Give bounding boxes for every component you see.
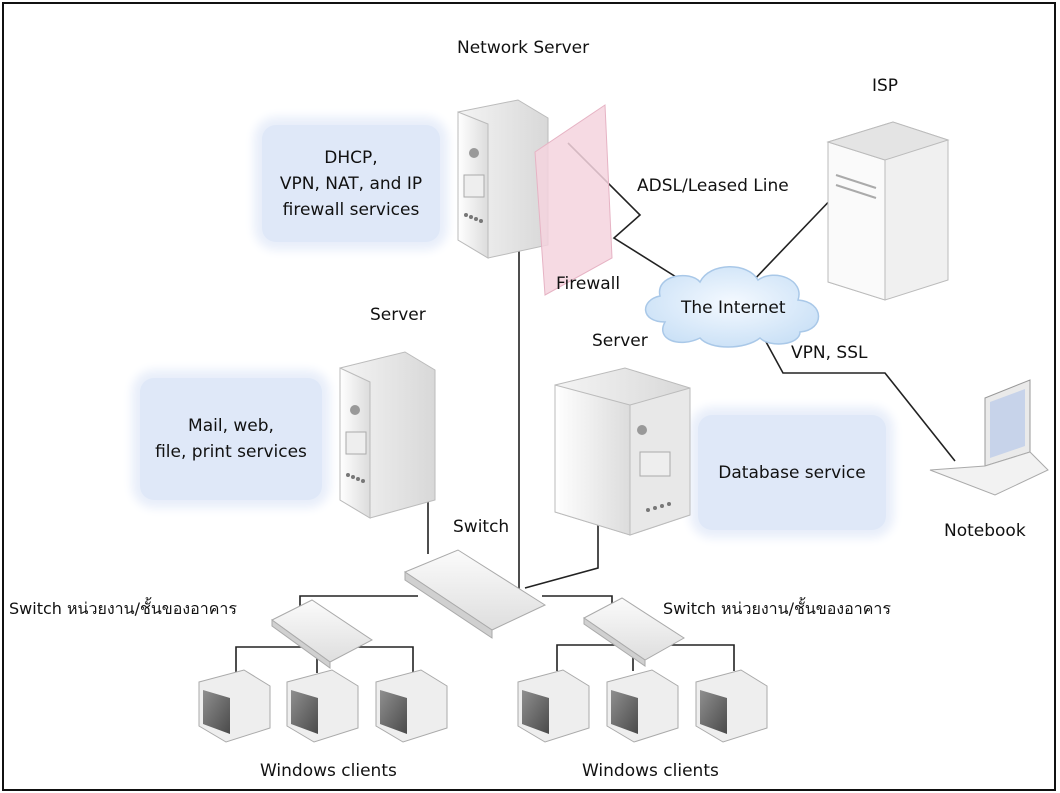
right-clients-label: Windows clients: [582, 761, 719, 781]
db-server-switch-line: [524, 525, 599, 589]
connection-lines: [235, 142, 956, 673]
isp-server-icon: [826, 121, 950, 301]
left-floor-switch-label: Switch หน่วยงาน/ชั้นของอาคาร: [9, 599, 237, 618]
core-switch-label: Switch: [453, 517, 510, 537]
mail-services-box: Mail, web, file, print services: [140, 378, 322, 500]
client-monitor-icon: [695, 669, 768, 743]
server-label-mid: Server: [592, 331, 648, 351]
network-server-icon: [457, 99, 549, 259]
network-server-label: Network Server: [457, 38, 590, 58]
client-monitor-icon: [375, 669, 448, 743]
left-floor-switch-icon: [271, 599, 373, 669]
internet-label: The Internet: [681, 298, 786, 318]
client-monitor-icon: [517, 669, 590, 743]
core-switch-icon: [403, 549, 547, 639]
core-right-link: [542, 595, 613, 606]
adsl-link-label: ADSL/Leased Line: [637, 176, 789, 196]
network-services-line: firewall services: [282, 199, 420, 220]
vpn-link-line: [764, 339, 956, 462]
network-services-line: VPN, NAT, and IP: [279, 173, 423, 194]
database-service-label: Database service: [718, 462, 866, 483]
left-clients-label: Windows clients: [260, 761, 397, 781]
mail-services-line: Mail, web,: [188, 416, 274, 436]
database-server-icon: [554, 367, 691, 536]
mail-server-icon: [339, 351, 436, 519]
notebook-label: Notebook: [944, 521, 1026, 541]
vpn-link-label: VPN, SSL: [791, 343, 868, 363]
left-branch: [235, 646, 318, 673]
isp-link-line: [749, 191, 839, 285]
right-floor-switch-label: Switch หน่วยงาน/ชั้นของอาคาร: [663, 599, 891, 618]
firewall-label: Firewall: [556, 274, 621, 294]
server-label-left: Server: [370, 305, 426, 325]
client-monitor-icon: [198, 669, 271, 743]
internet-cloud-icon: [644, 266, 820, 348]
right-floor-switch-icon: [583, 597, 685, 667]
network-services-line: DHCP,: [324, 147, 378, 168]
core-left-link: [299, 595, 418, 606]
database-service-box: Database service: [698, 415, 886, 530]
client-monitor-icon: [606, 669, 679, 743]
network-services-box: DHCP, VPN, NAT, and IP firewall services: [262, 125, 440, 242]
isp-label: ISP: [872, 76, 899, 96]
notebook-icon: [929, 379, 1049, 496]
firewall-icon: [534, 104, 613, 296]
client-monitor-icon: [286, 669, 359, 743]
mail-services-line: file, print services: [155, 442, 307, 462]
